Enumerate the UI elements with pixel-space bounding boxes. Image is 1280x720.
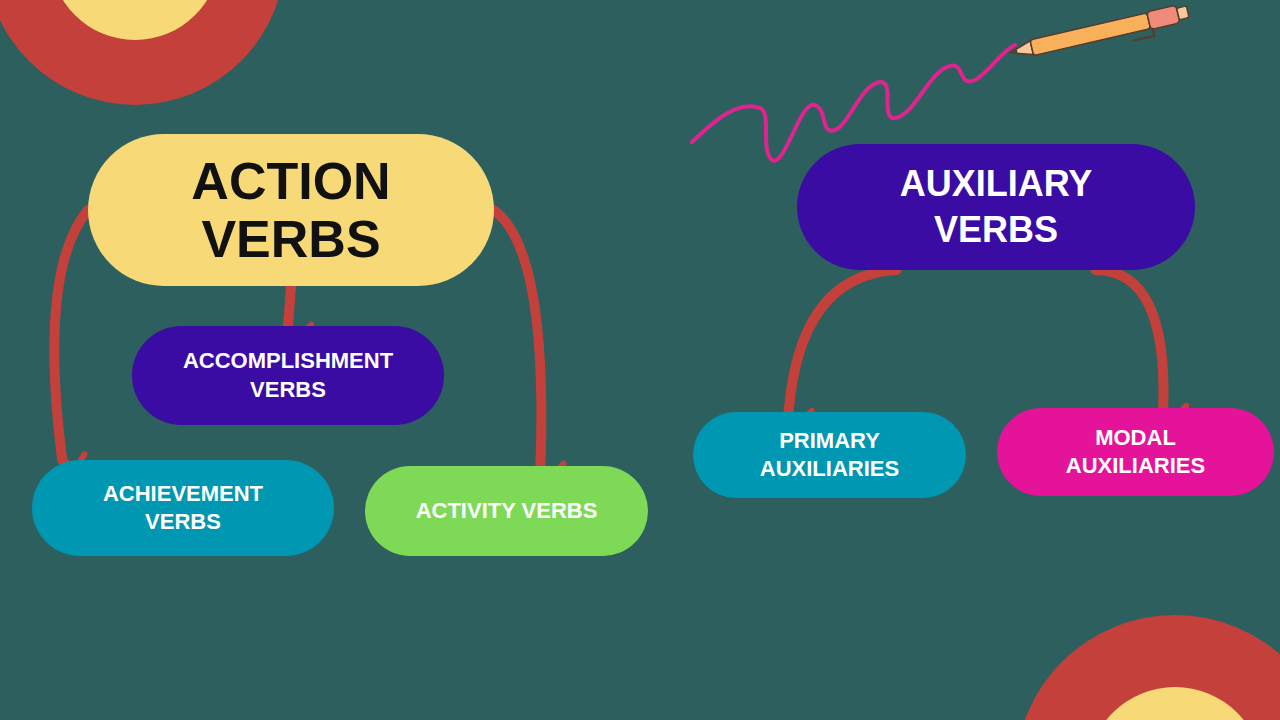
pen-illustration (1008, 3, 1191, 68)
category-pill: AUXILIARY VERBS (797, 144, 1195, 270)
node-label: ACTIVITY VERBS (416, 497, 598, 525)
category-pill: ACCOMPLISHMENT VERBS (132, 326, 444, 425)
deco-dot (1087, 687, 1263, 720)
node-label: AUXILIARY VERBS (861, 161, 1131, 253)
deco-ring (0, 0, 285, 105)
deco-dot (50, 0, 220, 40)
node-label: ACCOMPLISHMENT VERBS (153, 347, 423, 403)
category-pill: MODAL AUXILIARIES (997, 408, 1274, 496)
curved-arrow (494, 210, 541, 466)
node-label: MODAL AUXILIARIES (1036, 424, 1236, 480)
curved-arrow (1096, 270, 1164, 408)
category-pill: PRIMARY AUXILIARIES (693, 412, 966, 498)
category-pill: ACTIVITY VERBS (365, 466, 648, 556)
category-pill: ACHIEVEMENT VERBS (32, 460, 334, 556)
curved-arrow (288, 286, 291, 326)
category-pill: ACTION VERBS (88, 134, 494, 286)
deco-ring (1015, 615, 1280, 720)
curved-arrow (54, 210, 88, 460)
node-label: PRIMARY AUXILIARIES (730, 427, 930, 483)
node-label: ACTION VERBS (141, 152, 441, 268)
node-label: ACHIEVEMENT VERBS (68, 480, 298, 536)
curved-arrow (789, 270, 897, 412)
